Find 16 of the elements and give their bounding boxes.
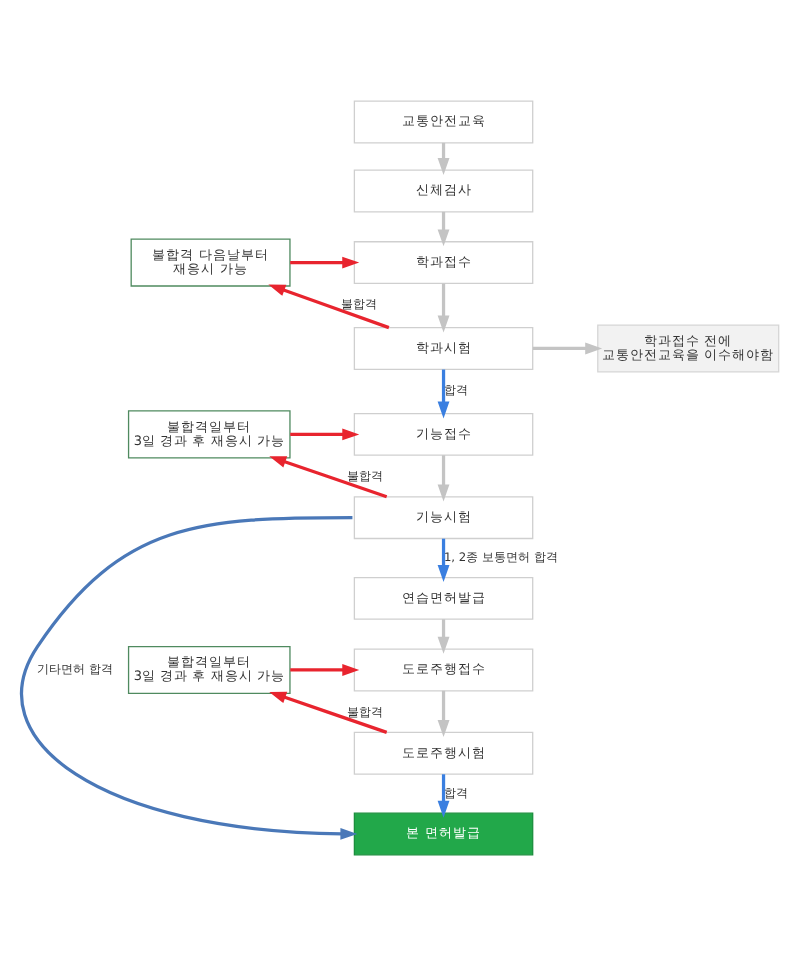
arrow (290, 664, 360, 676)
arrow (437, 283, 450, 333)
arrow (437, 619, 450, 654)
arrow (290, 256, 360, 269)
arrow (20, 516, 358, 840)
arrow (290, 428, 360, 441)
arrow (437, 369, 450, 419)
arrow (437, 690, 450, 737)
arrow (437, 211, 450, 247)
arrow (269, 691, 388, 734)
arrow (268, 284, 390, 330)
arrow (437, 774, 450, 818)
arrow (437, 538, 450, 583)
arrow (532, 342, 603, 355)
arrow (437, 455, 450, 502)
arrow (269, 456, 388, 499)
